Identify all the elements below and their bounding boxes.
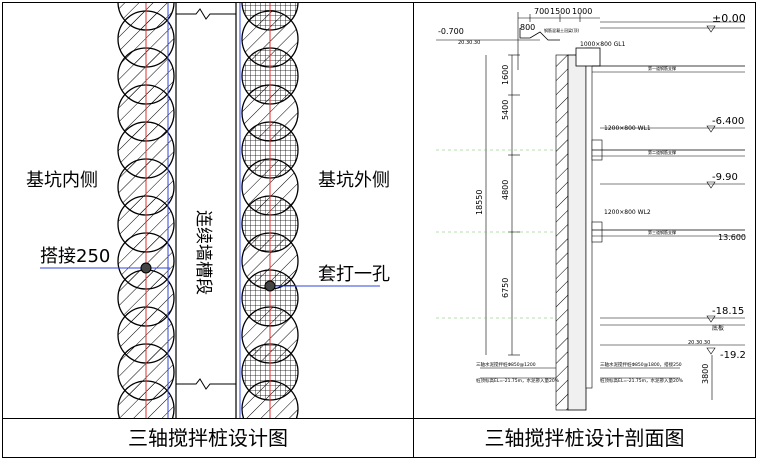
dim-1000: 1000 — [572, 7, 592, 16]
vdim-5400: 5400 — [501, 100, 510, 120]
note-left-1: 三轴水泥搅拌桩Φ850@1200 — [476, 361, 536, 368]
vdim-4800: 4800 — [501, 180, 510, 200]
drawing-frame — [2, 2, 756, 458]
label-diaphragm-trench: 连续墙槽段 — [193, 210, 213, 295]
strut-3: 第三道钢筋支撑 — [648, 229, 676, 235]
vdim-6750: 6750 — [501, 278, 510, 298]
caption-divider — [2, 418, 756, 419]
panel-divider — [413, 2, 414, 458]
strut-2: 第二道钢筋支撑 — [648, 149, 676, 155]
level-18150-sub: 底板 — [712, 324, 724, 332]
label-drill-one-hole: 套打一孔 — [318, 264, 390, 285]
dim-700: 700 — [534, 7, 549, 16]
level-left-sub: 20.30.30 — [458, 40, 480, 46]
beam-gl1: 1000×800 GL1 — [580, 41, 626, 48]
strut-1: 第一道钢筋支撑 — [648, 65, 676, 71]
level-small-sub: 20.30.30 — [688, 340, 710, 346]
level-9900: -9.90 — [712, 172, 738, 183]
level-left: -0.700 — [438, 27, 464, 36]
note-left-2: 桩顶标高EL=-21.75m，水泥掺入量20% — [476, 377, 560, 384]
dim-1500: 1500 — [550, 7, 570, 16]
vdim-total: 18550 — [475, 190, 484, 215]
vdim-1600: 1600 — [501, 65, 510, 85]
beam-wl2: 1200×800 WL2 — [604, 209, 651, 216]
level-19200: -19.2 — [720, 350, 746, 361]
dim-800: 800 — [520, 23, 535, 32]
beam-wl1: 1200×800 WL1 — [604, 125, 651, 132]
note-right-2: 桩顶标高EL=-21.75m，水泥掺入量20% — [600, 377, 684, 384]
pile-section-diagram — [436, 12, 745, 411]
caption-left: 三轴搅拌桩设计图 — [128, 426, 288, 450]
level-18150: -18.15 — [712, 306, 744, 317]
note-right-1: 三轴水泥搅拌桩Φ850@1800，搭接250 — [600, 361, 682, 368]
note-top: 钢筋混凝土冠梁(顶) — [544, 27, 580, 33]
caption-right: 三轴搅拌桩设计剖面图 — [484, 426, 685, 450]
label-pit-inner: 基坑内侧 — [26, 170, 98, 191]
level-13600: 13.600 — [718, 233, 746, 242]
vdim-3800: 3800 — [701, 364, 710, 384]
level-6400: -6.400 — [712, 116, 744, 127]
level-top-right: ±0.00 — [712, 12, 746, 25]
label-pit-outer: 基坑外侧 — [318, 170, 390, 191]
label-overlap: 搭接250 — [40, 246, 110, 267]
